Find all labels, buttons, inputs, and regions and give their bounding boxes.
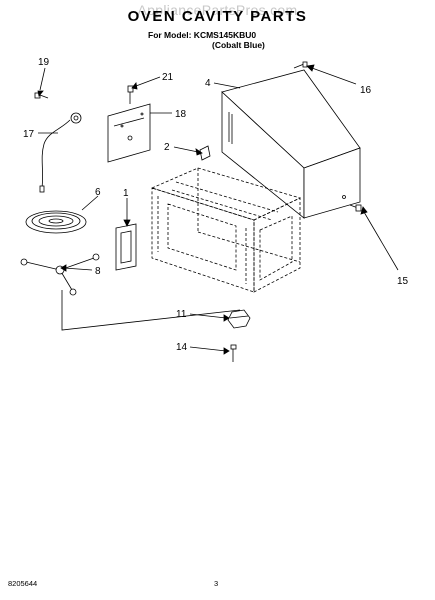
outer-cabinet-wrap bbox=[221, 69, 361, 219]
callout-14: 14 bbox=[176, 342, 188, 353]
glass-turntable-tray bbox=[25, 210, 87, 234]
callout-8: 8 bbox=[95, 266, 101, 277]
callout-21: 21 bbox=[162, 72, 174, 83]
screw-part-16 bbox=[293, 61, 308, 69]
callout-2: 2 bbox=[164, 142, 170, 153]
callout-4: 4 bbox=[205, 78, 211, 89]
screw-part-21 bbox=[127, 85, 134, 104]
callout-16: 16 bbox=[360, 85, 372, 96]
callout-19: 19 bbox=[38, 57, 50, 68]
leader-19 bbox=[37, 67, 46, 97]
roller-support bbox=[20, 253, 100, 296]
bracket-plate bbox=[107, 103, 151, 163]
leader-2 bbox=[173, 146, 203, 156]
callout-17: 17 bbox=[23, 129, 35, 140]
model-info: For Model: KCMS145KBU0 (Cobalt Blue) bbox=[148, 30, 265, 50]
leader-1 bbox=[123, 198, 131, 227]
leader-16 bbox=[306, 64, 357, 85]
screw-part-14 bbox=[230, 344, 237, 362]
screw-part-19 bbox=[34, 92, 49, 99]
clip-part-2 bbox=[199, 145, 211, 161]
model-color: (Cobalt Blue) bbox=[212, 40, 265, 50]
callout-6: 6 bbox=[95, 187, 101, 198]
callout-18: 18 bbox=[175, 109, 187, 120]
callout-15: 15 bbox=[397, 276, 409, 287]
leader-21 bbox=[131, 76, 161, 90]
page-number: 3 bbox=[214, 579, 219, 588]
callout-11: 11 bbox=[176, 309, 187, 320]
leader-11 bbox=[189, 313, 230, 322]
callout-1: 1 bbox=[123, 188, 129, 199]
page-title: OVEN CAVITY PARTS bbox=[127, 8, 308, 25]
turntable-coupler bbox=[227, 309, 251, 329]
leader-4 bbox=[213, 82, 241, 89]
screw-part-15 bbox=[349, 204, 362, 212]
leader-14 bbox=[189, 346, 230, 355]
model-line: For Model: KCMS145KBU0 bbox=[148, 30, 257, 40]
leader-6 bbox=[81, 195, 99, 211]
leader-15 bbox=[360, 206, 399, 271]
assembly-bracket-line bbox=[61, 296, 241, 331]
oven-cavity bbox=[150, 167, 302, 293]
watermark-text: AppliancePartsPros.com bbox=[137, 2, 298, 18]
waveguide-cover bbox=[115, 223, 137, 271]
thermal-sensor bbox=[39, 112, 82, 193]
document-number: 8205644 bbox=[8, 579, 38, 588]
leader-8 bbox=[60, 264, 93, 272]
